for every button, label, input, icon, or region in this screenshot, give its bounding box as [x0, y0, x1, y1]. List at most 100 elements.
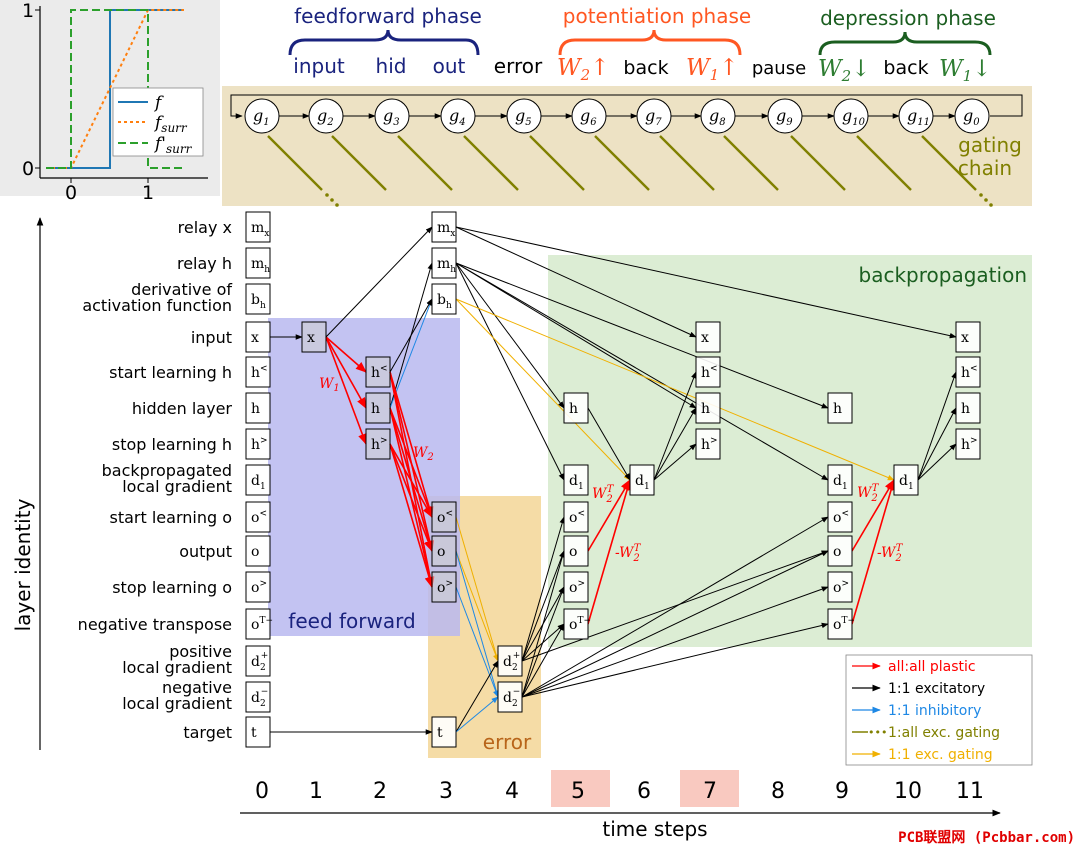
x-axis-label: time steps — [602, 817, 707, 841]
neuron-node-s0-6: h> — [245, 428, 271, 460]
gating-line-g8 — [723, 135, 779, 191]
layer-label-0: relay x — [178, 218, 232, 237]
svg-text:h: h — [569, 401, 578, 417]
legend-item-plastic: all:all plastic — [888, 659, 976, 675]
backprop-region — [548, 255, 1032, 647]
edge-s4-dm-s9-ot — [521, 622, 829, 698]
edge-s3-t-s4-dm — [455, 696, 499, 733]
error-region-label: error — [483, 730, 532, 754]
gating-line-g7 — [659, 135, 715, 191]
neuron-node-s0-11: oT− — [245, 608, 273, 640]
time-step-7: 7 — [703, 779, 717, 804]
neuron-node-s7-x: x — [695, 321, 721, 353]
gating-line-g6 — [594, 135, 650, 191]
feedforward-region-label: feed forward — [288, 609, 415, 633]
time-step-1: 1 — [309, 779, 323, 804]
layer-label-13-line2: local gradient — [122, 694, 232, 713]
gating-node-g5: g5 — [506, 98, 542, 134]
connections — [270, 226, 957, 735]
weight-label-w2: W2 — [413, 445, 434, 463]
edge-s3-og-s4-dm — [455, 586, 499, 698]
gating-line-g11 — [921, 135, 977, 191]
edge-s5-o-s6-d1 — [587, 479, 631, 552]
phase-item-pause: pause — [752, 58, 806, 79]
gating-line-g2 — [331, 135, 387, 191]
neuron-node-s11-hg: h> — [955, 428, 981, 460]
potentiation-w2: W2↑ — [557, 55, 609, 84]
layer-label-8: start learning o — [110, 508, 233, 527]
gating-node-g4: g4 — [440, 98, 476, 134]
svg-text:d2−: d2− — [503, 687, 520, 709]
neuron-node-s9-o: o — [827, 535, 853, 567]
legend-item-gating-one: 1:1 exc. gating — [888, 747, 993, 763]
edge-s2-hl-s3-bh — [389, 298, 433, 373]
gating-chain-label-2: chain — [958, 156, 1012, 180]
svg-text:o: o — [569, 544, 577, 560]
potentiation-brace — [558, 29, 742, 56]
legend-item-inhibitory: 1:1 inhibitory — [888, 703, 981, 719]
feedforward-brace — [288, 29, 480, 56]
layer-label-9: output — [179, 542, 232, 561]
neuron-node-s5-h: h — [563, 392, 589, 424]
inset-legend-f: f — [153, 93, 164, 113]
inset-plot: 1 0 0 1 f fsurr f'surr — [22, 0, 208, 204]
layer-label-7: backpropagated — [102, 461, 232, 480]
edge-s6-d1-s7-hl — [653, 371, 697, 481]
neuron-node-s0-10: o> — [245, 571, 271, 603]
time-step-8: 8 — [771, 779, 785, 804]
neuron-node-s0-9: o — [245, 535, 271, 567]
neuron-node-s11-x: x — [955, 321, 981, 353]
edge-s4-dm-s9-ol — [521, 516, 829, 698]
neuron-node-s9-ol: o< — [827, 501, 853, 533]
edge-s3-mh-s9-h — [455, 262, 829, 409]
edge-s1-x-s2-h — [325, 336, 367, 409]
svg-text:o: o — [437, 544, 445, 560]
svg-text:•••: ••• — [868, 726, 887, 739]
inset-legend-box — [112, 87, 204, 157]
neuron-node-s0-12: d2+ — [245, 645, 271, 677]
feedforward-region — [268, 318, 460, 636]
phase-item-input: input — [293, 54, 345, 78]
edge-s3-bh-s10-d1 — [455, 298, 895, 481]
highlight-step-7 — [680, 770, 739, 807]
svg-text:d2+: d2+ — [251, 651, 268, 673]
layer-label-13: negative — [162, 678, 232, 697]
edge-s3-bh-s6-d1 — [455, 298, 631, 481]
gating-node-g10: g10 — [833, 98, 869, 134]
edge-s2-hl-s3-ol — [389, 371, 434, 519]
neuron-node-s7-h: h — [695, 392, 721, 424]
inset-xtick-0: 0 — [65, 182, 77, 204]
depression-w1: W1↓ — [939, 56, 991, 85]
svg-text:o: o — [251, 544, 259, 560]
neuron-node-s7-hg: h> — [695, 428, 721, 460]
legend-item-excitatory: 1:1 excitatory — [888, 681, 985, 697]
svg-text:h: h — [251, 401, 260, 417]
edge-s4-dm-s5-ot — [521, 623, 565, 698]
layer-label-4: start learning h — [109, 363, 232, 382]
edge-s4-dm-s9-o — [521, 550, 829, 698]
watermark: PCB联盟网 (Pcbbar.com) — [898, 830, 1075, 846]
neuron-node-s6-d1: d1 — [629, 464, 655, 496]
edge-s3-mh-s9-d1 — [455, 262, 829, 481]
neuron-node-s0-0: mx — [245, 211, 271, 243]
gating-node-g8: g8 — [700, 98, 736, 134]
edge-s10-d1-s11-h — [917, 407, 957, 481]
legend-item-gating-all: 1:all exc. gating — [888, 725, 1000, 741]
edge-s3-ol-s4-dp — [455, 516, 499, 662]
gating-line-g4 — [463, 135, 519, 191]
neuron-node-s2-hg: h> — [365, 428, 391, 460]
neuron-node-s0-2: bh — [245, 283, 271, 315]
gating-line-g5 — [529, 135, 585, 191]
edge-s1-x-s2-hl — [325, 336, 367, 373]
time-step-2: 2 — [373, 779, 387, 804]
svg-text:x: x — [307, 330, 315, 346]
neuron-node-s2-hl: h< — [365, 356, 391, 388]
neuron-node-s3-og: o> — [431, 571, 457, 603]
weight-label-negw2t-a: -W2T — [615, 543, 642, 564]
edge-s6-d1-s7-hg — [653, 443, 697, 481]
edge-s4-dp-s5-ol — [521, 516, 565, 662]
neuron-node-s0-13: d2− — [245, 681, 271, 713]
neuron-node-s4-dm: d2− — [497, 681, 523, 713]
